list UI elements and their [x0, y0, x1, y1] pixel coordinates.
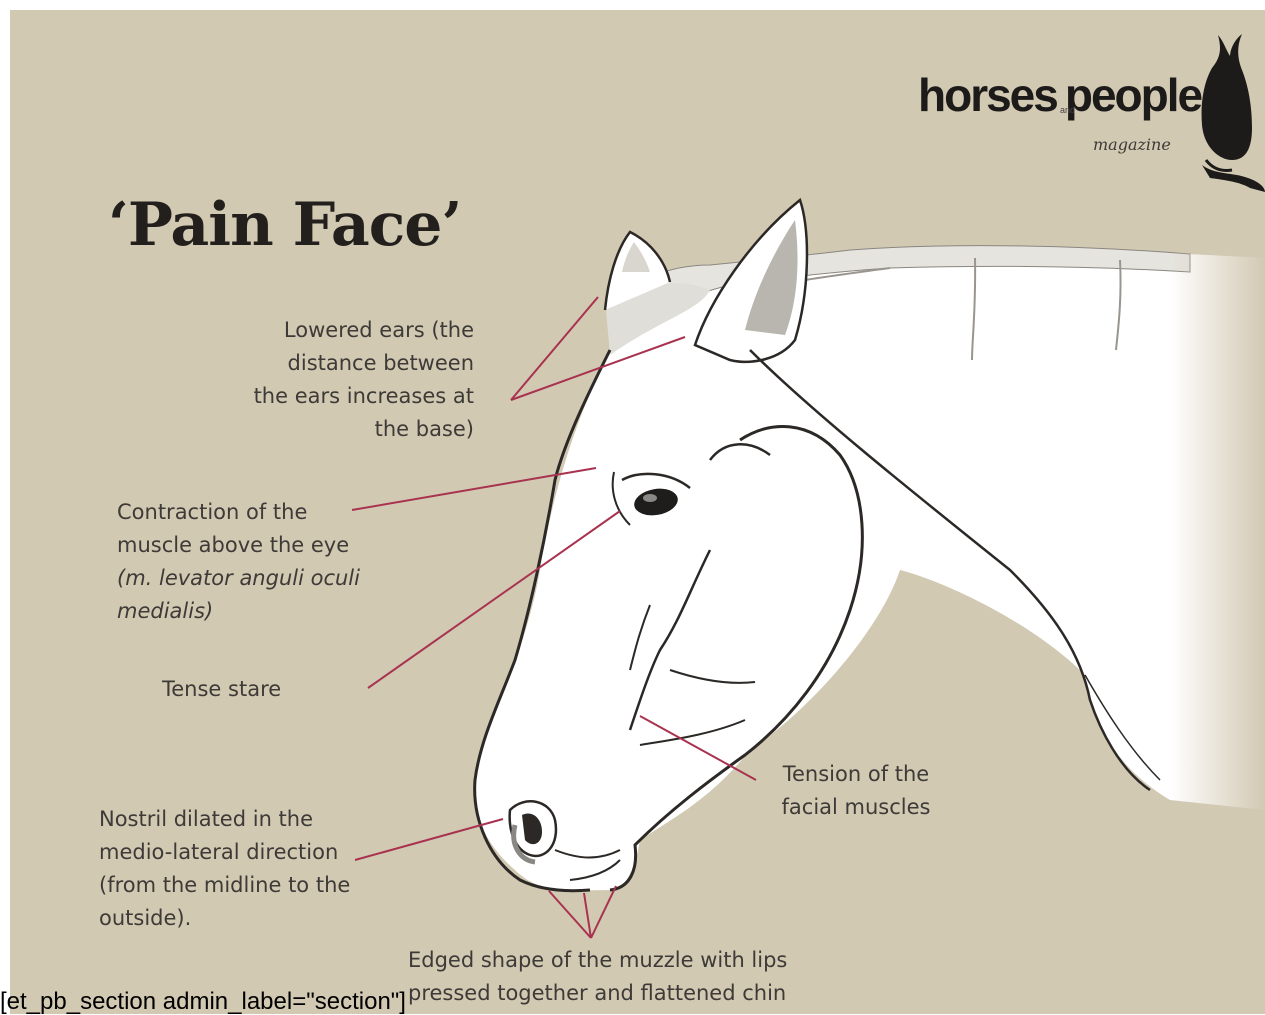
label-eye-muscle: Contraction of the muscle above the eye … — [117, 496, 360, 628]
pointer-muzzle-right — [591, 886, 616, 938]
label-tense-stare: Tense stare — [162, 673, 281, 706]
page-title: ‘Pain Face’ — [108, 190, 461, 260]
label-lowered-ears: Lowered ears (the distance between the e… — [210, 314, 474, 446]
logo-subtitle: magazine — [1093, 135, 1171, 154]
logo-word-people: people — [1065, 69, 1201, 121]
shortcode-text: [et_pb_section admin_label="section"] — [0, 990, 406, 1014]
pointer-nostril — [355, 819, 503, 860]
logo-horse-silhouette — [1202, 34, 1265, 192]
logo-word-and: and — [1060, 105, 1075, 115]
label-facial-muscles: Tension of the facial muscles — [762, 758, 950, 824]
label-muzzle: Edged shape of the muzzle with lips pres… — [408, 944, 787, 1010]
label-nostril: Nostril dilated in the medio-lateral dir… — [99, 803, 350, 935]
logo-word-horses: horses — [918, 69, 1057, 121]
